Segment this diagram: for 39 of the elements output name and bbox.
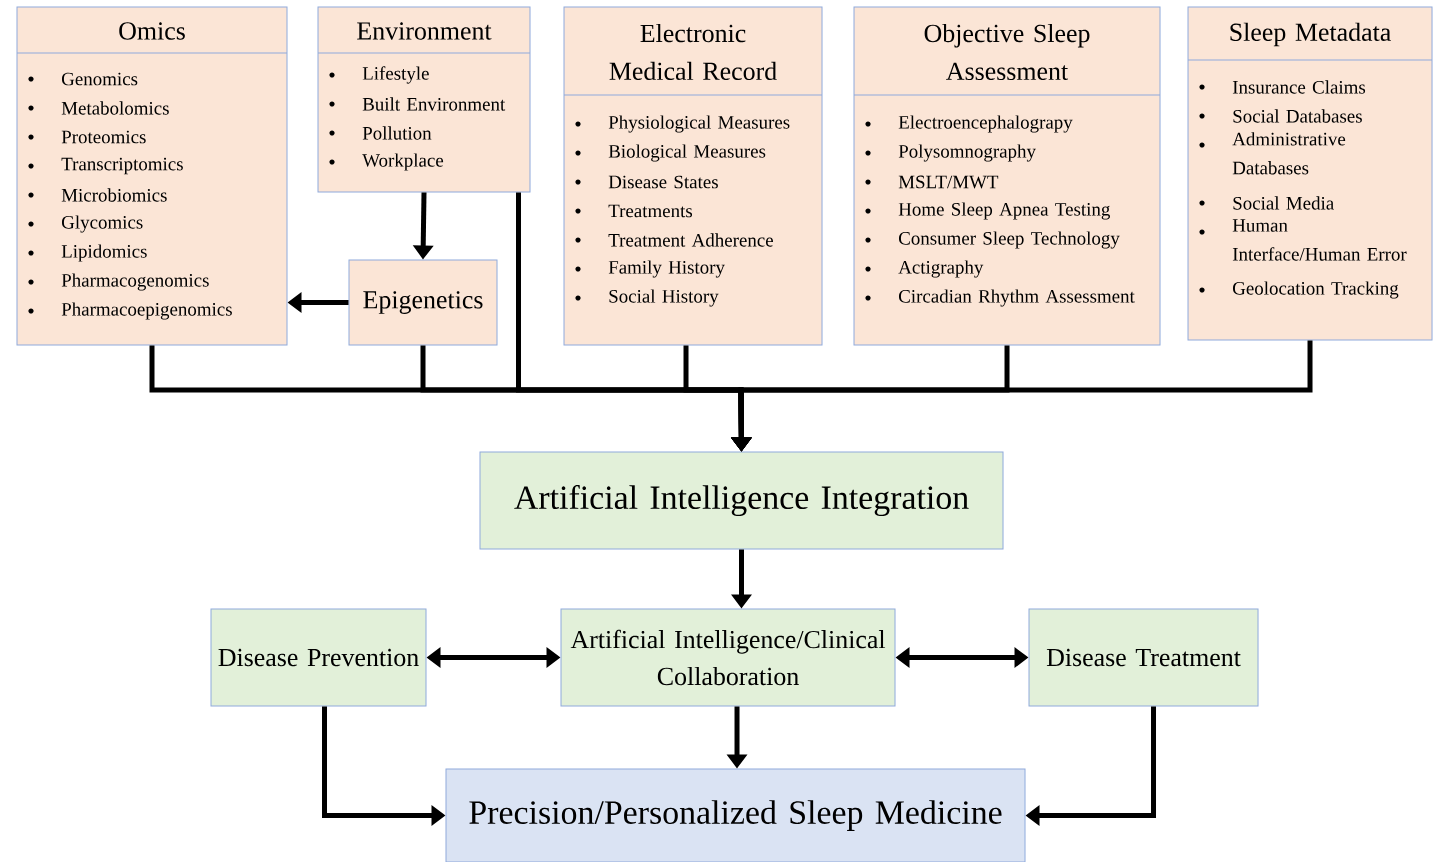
list-item: Pharmacogenomics xyxy=(28,273,209,291)
side-box: Epigenetics xyxy=(348,259,498,346)
list-item: MSLT/MWT xyxy=(865,175,999,189)
list-item: Human Interface/Human Error xyxy=(1199,219,1407,261)
list-item: Polysomnography xyxy=(865,144,1036,162)
list-item: Microbiomics xyxy=(28,188,167,202)
list-item: Physiological Measures xyxy=(575,115,790,133)
list-item: Social Media xyxy=(1199,196,1334,210)
process-box: Disease Treatment xyxy=(1028,608,1259,707)
list-item: Consumer Sleep Technology xyxy=(865,231,1120,249)
list-item: Administrative Databases xyxy=(1199,132,1346,175)
list-item: Genomics xyxy=(28,72,138,86)
list-item: Home Sleep Apnea Testing xyxy=(865,202,1110,220)
list-item: Workplace xyxy=(329,153,444,171)
list-item: Lipidomics xyxy=(28,244,147,262)
list-item: Disease States xyxy=(575,175,718,189)
list-item: Electroencephalograpy xyxy=(865,115,1073,133)
list-item: Insurance Claims xyxy=(1199,80,1366,94)
list-item: Built Environment xyxy=(329,97,506,111)
list-item: Pharmacoepigenomics xyxy=(28,302,232,320)
list-item: Treatment Adherence xyxy=(575,233,773,247)
list-item: Treatments xyxy=(575,204,693,218)
process-box: Artificial Intelligence Integration xyxy=(479,451,1004,550)
list-item: Transcriptomics xyxy=(28,157,183,175)
list-item: Family History xyxy=(575,260,725,278)
list-item: Geolocation Tracking xyxy=(1199,281,1399,299)
list-item: Circadian Rhythm Assessment xyxy=(865,289,1135,307)
list-item: Metabolomics xyxy=(28,101,169,115)
list-item: Social Databases xyxy=(1199,109,1362,123)
process-box: Disease Prevention xyxy=(210,608,427,707)
list-item: Social History xyxy=(575,289,719,307)
list-item: Pollution xyxy=(329,126,432,140)
list-item: Glycomics xyxy=(28,215,143,233)
list-item: Actigraphy xyxy=(865,260,984,278)
result-box: Precision/Personalized Sleep Medicine xyxy=(445,768,1026,862)
list-item: Proteomics xyxy=(28,130,146,144)
process-box: Artificial Intelligence/Clinical Collaboration xyxy=(560,608,896,707)
list-item: Lifestyle xyxy=(329,66,429,84)
list-item: Biological Measures xyxy=(575,144,766,162)
